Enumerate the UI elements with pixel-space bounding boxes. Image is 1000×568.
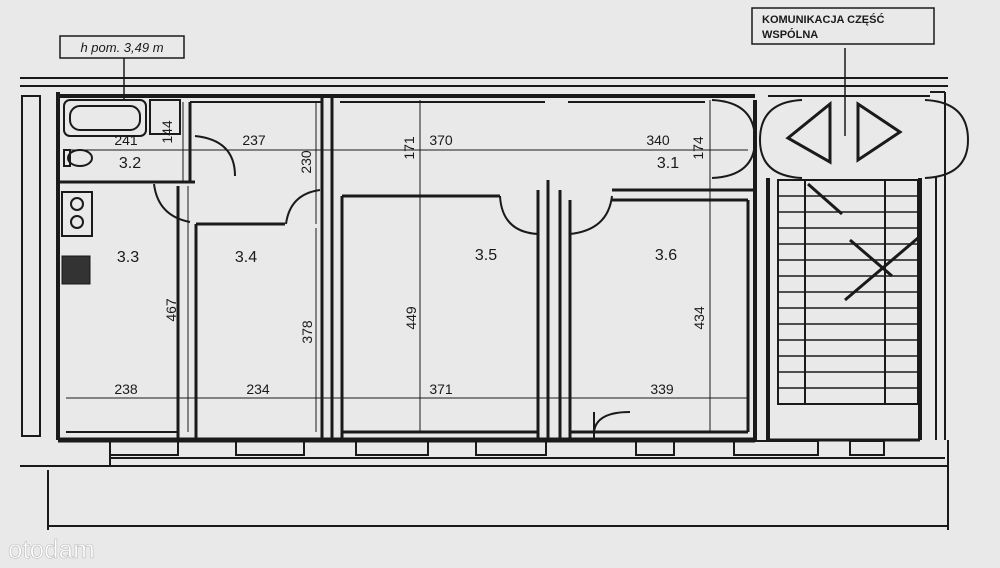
stair-break-line: [807, 182, 843, 216]
window: [235, 440, 305, 456]
window: [733, 440, 819, 456]
sink-bowl: [70, 215, 84, 229]
dimension-value: 174: [690, 136, 706, 160]
stove: [61, 255, 91, 285]
window: [635, 440, 675, 456]
stair-break-line: [844, 236, 919, 302]
door-swing: [924, 139, 969, 179]
common-area-label-box: [751, 7, 935, 45]
dimension-value: 467: [163, 298, 179, 322]
room-label: 3.1: [657, 155, 679, 172]
sink: [149, 99, 181, 135]
dimension-value: 234: [246, 381, 270, 397]
door-swing: [924, 99, 969, 141]
common-area-label-line2: WSPÓLNA: [762, 28, 818, 41]
door-swing: [593, 411, 631, 433]
dimension-value: 237: [242, 132, 266, 148]
left-wall: [21, 95, 41, 437]
dimension-value: 340: [646, 132, 670, 148]
door-swing: [569, 195, 613, 235]
room-label: 3.5: [475, 247, 497, 264]
door-swing: [194, 135, 236, 177]
kitchen-sink: [61, 191, 93, 237]
dimension-value: 241: [114, 132, 138, 148]
dimension-value: 434: [691, 306, 707, 330]
window: [475, 440, 547, 456]
room-label: 3.2: [119, 155, 141, 172]
door-swing: [711, 139, 756, 179]
door-swing: [759, 139, 803, 179]
door-swing: [153, 183, 191, 223]
dimension-value: 371: [429, 381, 453, 397]
window: [109, 440, 179, 456]
dimension-value: 370: [429, 132, 453, 148]
door-swing: [711, 99, 756, 141]
dimension-value: 230: [298, 150, 314, 174]
dimension-value: 378: [299, 320, 315, 344]
watermark-logo: otodam: [8, 534, 95, 564]
common-area-label-line1: KOMUNIKACJA CZĘŚĆ: [762, 13, 884, 26]
window: [849, 440, 885, 456]
toilet: [67, 149, 93, 167]
room-label: 3.3: [117, 249, 139, 266]
door-swing: [759, 99, 803, 141]
window: [355, 440, 429, 456]
dimension-value: 171: [401, 136, 417, 160]
door-swing: [499, 195, 539, 235]
dimension-value: 238: [114, 381, 138, 397]
door-swing: [285, 189, 321, 225]
arrow-icon: [856, 101, 903, 163]
room-label: 3.4: [235, 249, 257, 266]
dimension-value: 144: [159, 120, 175, 144]
dimension-value: 339: [650, 381, 674, 397]
sink-bowl: [70, 197, 84, 211]
bathtub-basin: [69, 105, 141, 131]
height-note: h pom. 3,49 m: [80, 40, 163, 55]
height-note-box: [59, 35, 185, 59]
room-label: 3.6: [655, 247, 677, 264]
dimension-value: 449: [403, 306, 419, 330]
stair-break-line: [849, 238, 893, 278]
arrow-icon: [785, 100, 832, 165]
